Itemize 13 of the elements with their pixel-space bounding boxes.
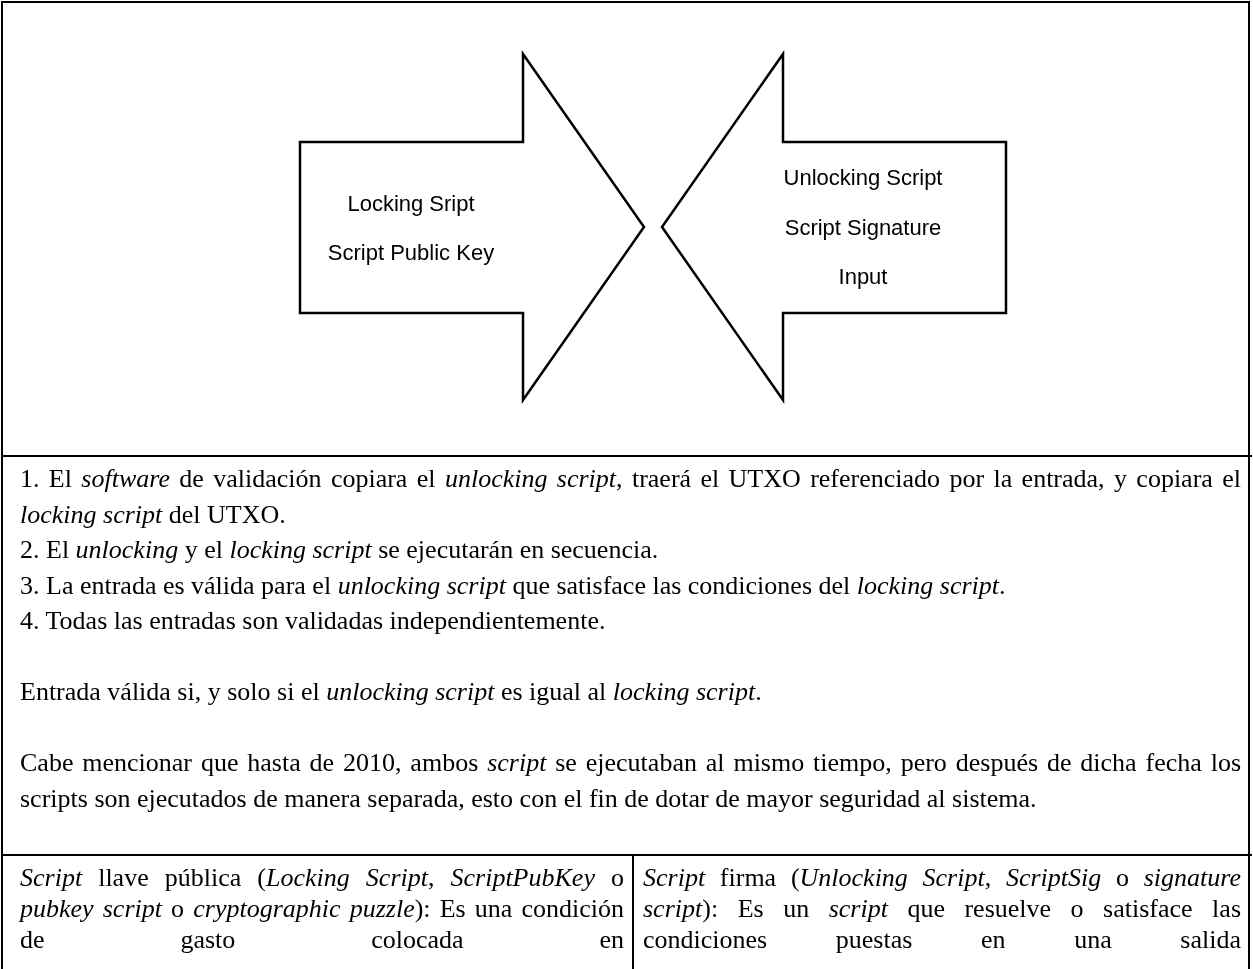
numbered-step: 4. Todas las entradas son validadas independientemente. bbox=[20, 603, 1241, 639]
arrow-label: Unlocking Script bbox=[783, 165, 943, 191]
definition-text: Script firma (Unlocking Script, ScriptSig o signature script): Es un script que resuelve o satisface las condiciones puestas en una salida bbox=[643, 862, 1241, 955]
numbered-step: 1. El software de validación copiara el unlocking script, traerá el UTXO referenciado por la entrada, y copiara el locking script del UTXO. bbox=[20, 461, 1241, 532]
arrow-label: Input bbox=[838, 264, 888, 290]
note-paragraph: Cabe mencionar que hasta de 2010, ambos script se ejecutaban al mismo tiempo, pero después de dicha fecha los scripts son ejecutados de manera separada, esto con el fin de dotar de mayor seguridad al sistema. bbox=[20, 747, 1241, 815]
note-text: Entrada válida si, y solo si el unlocking script es igual al locking script. bbox=[20, 676, 763, 708]
numbered-step: 2. El unlocking y el locking script se ejecutarán en secuencia. bbox=[20, 532, 1241, 568]
definition-text: Script llave pública (Locking Script, ScriptPubKey o pubkey script o cryptographic puzzle): Es una condición de gasto colocada en bbox=[20, 862, 624, 955]
arrow-label: Script Public Key bbox=[327, 240, 495, 266]
arrow-label: Script Signature bbox=[784, 215, 942, 241]
arrow-label: Locking Sript bbox=[347, 191, 475, 217]
numbered-step: 3. La entrada es válida para el unlocking script que satisface las condiciones del locking script. bbox=[20, 567, 1241, 603]
